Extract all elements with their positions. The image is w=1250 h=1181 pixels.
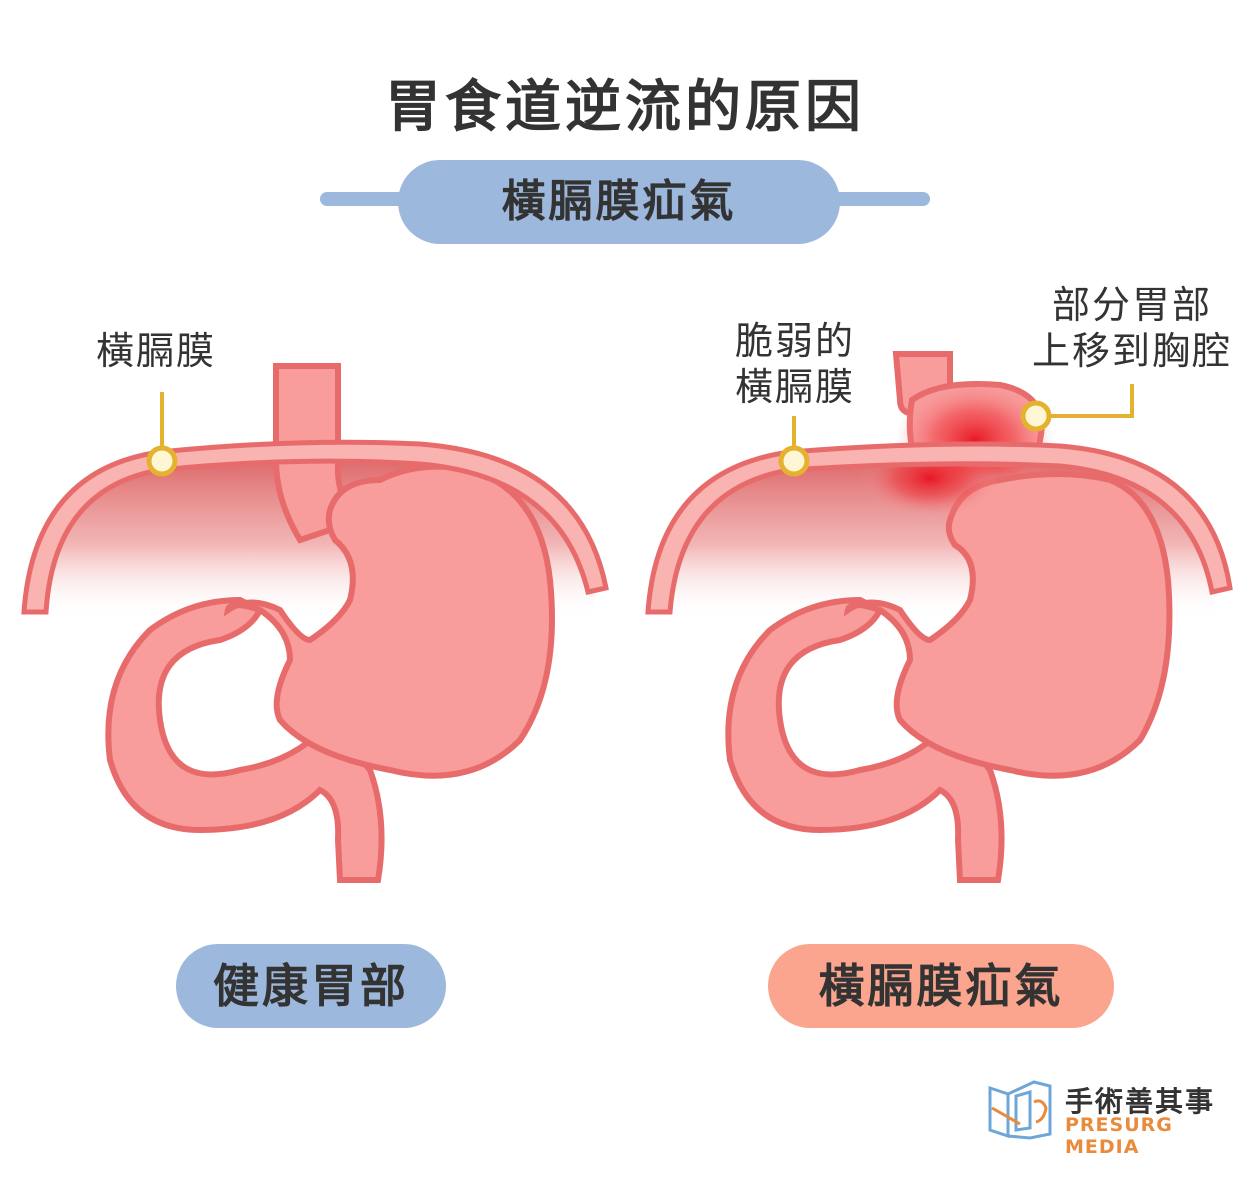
weak-diaphragm-label-line2: 橫膈膜 [734, 365, 855, 409]
weak-diaphragm-label: 脆弱的 橫膈膜 [720, 318, 870, 410]
marker-icon [1020, 400, 1052, 432]
duodenum [725, 596, 1005, 883]
stomach-moves-up-label: 部分胃部 上移到胸腔 [1012, 282, 1250, 374]
stomach [843, 471, 1173, 779]
marker-icon [146, 445, 178, 477]
presurg-logo-icon [988, 1080, 1052, 1140]
marker-icon [778, 445, 810, 477]
weak-diaphragm-label-line1: 脆弱的 [734, 319, 855, 363]
marker-line [1049, 384, 1134, 418]
page-title: 胃食道逆流的原因 [385, 75, 865, 140]
logo-name-en: PRESURG MEDIA [1065, 1114, 1173, 1158]
subtitle-pill: 橫膈膜疝氣 [398, 160, 840, 244]
logo-name-cn: 手術善其事 [1065, 1085, 1216, 1118]
stomach-moves-up-label-line1: 部分胃部 [1051, 283, 1212, 327]
healthy-stomach-caption: 健康胃部 [176, 944, 446, 1028]
healthy-stomach-group [21, 363, 609, 883]
stomach-moves-up-label-line2: 上移到胸腔 [1031, 329, 1232, 373]
duodenum [105, 596, 385, 883]
diaphragm-label: 橫膈膜 [96, 329, 217, 373]
hernia-stomach-group [645, 351, 1233, 883]
hiatal-hernia-caption: 橫膈膜疝氣 [768, 944, 1114, 1028]
